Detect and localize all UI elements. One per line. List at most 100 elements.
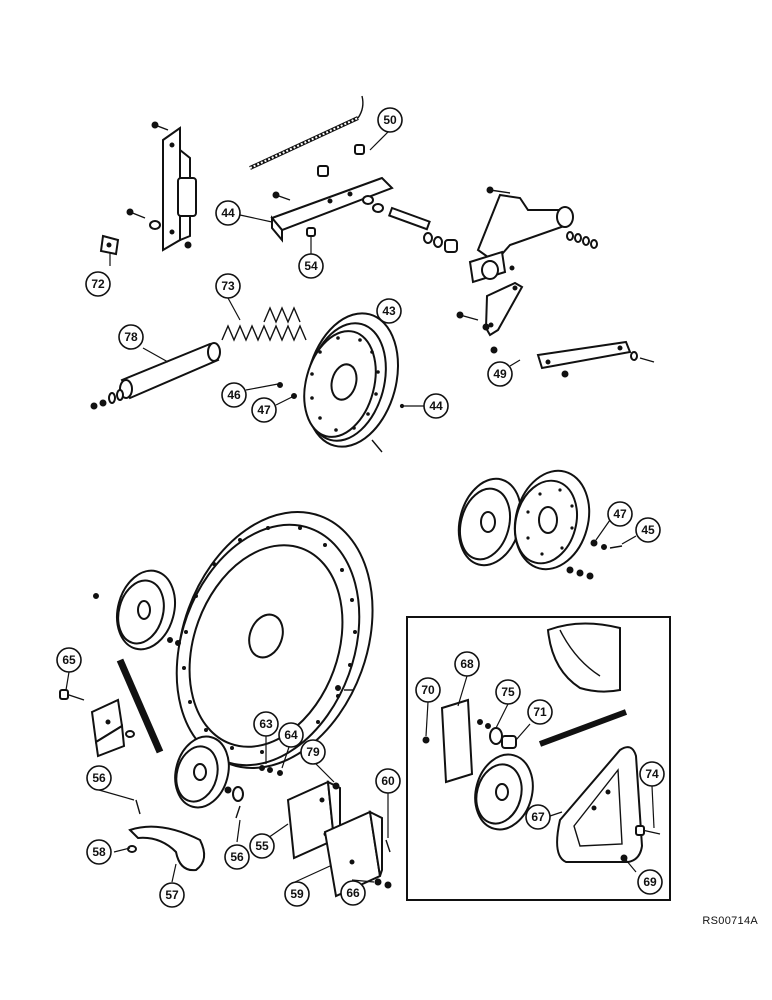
callout-69-label: 69	[643, 875, 657, 889]
callout-66: 66	[340, 880, 366, 906]
callout-64-label: 64	[284, 728, 298, 742]
callout-75: 75	[495, 679, 521, 705]
callout-60-label: 60	[381, 774, 395, 788]
mounting-bracket	[162, 126, 197, 252]
callout-44-pulley: 44	[423, 393, 449, 419]
callout-43: 43	[376, 298, 402, 324]
large-sheave	[175, 511, 374, 769]
threaded-rod	[249, 95, 364, 170]
callout-67: 67	[525, 804, 551, 830]
callout-56-lower: 56	[224, 844, 250, 870]
callout-65-label: 65	[62, 653, 76, 667]
callout-73: 73	[215, 273, 241, 299]
callout-71: 71	[527, 699, 553, 725]
callout-56-lower-label: 56	[230, 850, 244, 864]
link-plate-lower	[536, 340, 632, 370]
callout-56-upper-label: 56	[92, 771, 106, 785]
callout-57: 57	[159, 882, 185, 908]
callout-72-label: 72	[91, 277, 105, 291]
pulley-medium	[303, 312, 400, 448]
callout-46-label: 46	[227, 388, 241, 402]
callout-79: 79	[300, 739, 326, 765]
inset-belt	[538, 709, 628, 747]
callout-50: 50	[377, 107, 403, 133]
square-washer	[99, 234, 120, 256]
callout-74-label: 74	[645, 767, 659, 781]
belt-guide-bracket	[90, 698, 135, 758]
callout-78: 78	[118, 324, 144, 350]
inset-spacer	[422, 719, 517, 749]
callout-75-label: 75	[501, 685, 515, 699]
pivot-pin	[387, 206, 458, 253]
callout-64: 64	[278, 722, 304, 748]
figure-reference-code: RS00714A	[702, 915, 758, 927]
callout-70: 70	[415, 677, 441, 703]
callout-63-label: 63	[259, 717, 273, 731]
callout-68-label: 68	[460, 657, 474, 671]
callout-45: 45	[635, 517, 661, 543]
pivot-arm	[468, 193, 574, 284]
callout-49-label: 49	[493, 367, 507, 381]
callout-70-label: 70	[421, 683, 435, 697]
callout-58-label: 58	[92, 845, 106, 859]
callout-44-pulley-label: 44	[429, 399, 443, 413]
channel-bar-hardware	[272, 144, 384, 237]
pivot-arm-hardware	[486, 186, 598, 271]
channel-bar	[270, 176, 394, 243]
callout-78-label: 78	[124, 330, 138, 344]
callout-59-label: 59	[290, 887, 304, 901]
callout-46: 46	[221, 382, 247, 408]
callout-66-label: 66	[346, 886, 360, 900]
compression-spring	[221, 306, 307, 342]
drive-belt	[116, 658, 164, 754]
support-bracket-hardware	[259, 765, 340, 790]
callout-54: 54	[298, 253, 324, 279]
callout-49: 49	[487, 361, 513, 387]
callout-47-upper: 47	[251, 397, 277, 423]
callout-57-label: 57	[165, 888, 179, 902]
inset-idler-pulley	[474, 753, 534, 831]
callout-45-label: 45	[641, 523, 655, 537]
bracket-bolt-65	[59, 689, 85, 701]
cover-plate	[323, 810, 392, 898]
callout-56-upper: 56	[86, 765, 112, 791]
callout-73-label: 73	[221, 279, 235, 293]
inset-sheave-segment	[546, 622, 621, 693]
left-lower-pulley	[174, 685, 354, 819]
callout-58: 58	[86, 839, 112, 865]
callout-44-channel-label: 44	[221, 206, 235, 220]
callout-60: 60	[375, 768, 401, 794]
callout-44-channel: 44	[215, 200, 241, 226]
callout-63: 63	[253, 711, 279, 737]
callout-71-label: 71	[533, 705, 547, 719]
link-hardware	[456, 311, 655, 378]
callout-68: 68	[454, 651, 480, 677]
callout-72: 72	[85, 271, 111, 297]
callout-79-label: 79	[306, 745, 320, 759]
callout-47-right: 47	[607, 501, 633, 527]
pulley-pair-hardware	[566, 539, 623, 580]
link-plate-upper	[484, 281, 524, 337]
roller-tube-hardware	[90, 389, 124, 410]
left-upper-pulley	[93, 569, 181, 651]
callout-74: 74	[639, 761, 665, 787]
inset-frame	[406, 616, 671, 901]
callout-50-label: 50	[383, 113, 397, 127]
callout-43-label: 43	[382, 304, 396, 318]
callout-47-right-label: 47	[613, 507, 627, 521]
callout-65: 65	[56, 647, 82, 673]
inset-shield	[556, 746, 661, 863]
pulley-pair	[457, 469, 591, 571]
callout-55-label: 55	[255, 839, 269, 853]
callout-67-label: 67	[531, 810, 545, 824]
callout-59: 59	[284, 881, 310, 907]
belt-guide	[127, 799, 206, 872]
callout-55: 55	[249, 833, 275, 859]
inset-guide-plate	[440, 698, 474, 784]
callout-47-upper-label: 47	[257, 403, 271, 417]
bracket-bolts	[126, 121, 192, 249]
leader-lines	[65, 129, 655, 883]
callout-54-label: 54	[304, 259, 318, 273]
callout-69: 69	[637, 869, 663, 895]
